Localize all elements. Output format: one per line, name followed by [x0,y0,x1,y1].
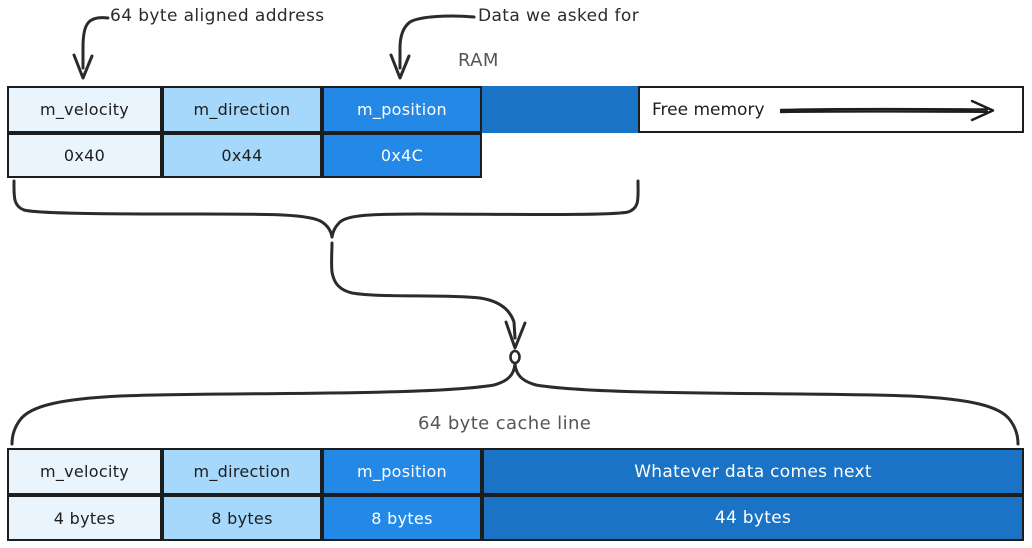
ram-cell-name-m-direction: m_direction [162,86,322,133]
ram-cell-address-0x40: 0x40 [7,133,162,178]
ram-cell-name-m-velocity: m_velocity [7,86,162,133]
callout-label-data-asked-for: Data we asked for [478,6,640,26]
brace-lower [10,349,1020,446]
cache-cell-name-m-position: m_position [322,448,482,495]
callout-arrow-asked-icon [389,14,476,80]
cache-cell-size-whatever-data: 44 bytes [482,495,1024,541]
ram-cell-free-memory: Free memory [638,86,1024,133]
callout-arrow-aligned-icon [72,16,110,80]
callout-label-aligned-address: 64 byte aligned address [110,6,325,26]
flow-arrow-down-icon [330,241,527,350]
ram-cell-address-0x44: 0x44 [162,133,322,178]
brace-upper [12,179,640,239]
free-memory-label: Free memory [652,99,765,120]
cache-cell-size-m-direction: 8 bytes [162,495,322,541]
cache-cell-name-m-velocity: m_velocity [7,448,162,495]
cache-line-title: 64 byte cache line [418,413,592,434]
ram-cell-name-next-data [482,86,638,133]
cache-cell-name-whatever-data-comes-next: Whatever data comes next [482,448,1024,495]
cache-cell-size-m-position: 8 bytes [322,495,482,541]
cache-cell-name-m-direction: m_direction [162,448,322,495]
free-memory-arrow-icon [779,99,994,121]
ram-cell-address-0x4c: 0x4C [322,133,482,178]
ram-cell-name-m-position: m_position [322,86,482,133]
ram-title: RAM [458,50,499,71]
cache-cell-size-m-velocity: 4 bytes [7,495,162,541]
